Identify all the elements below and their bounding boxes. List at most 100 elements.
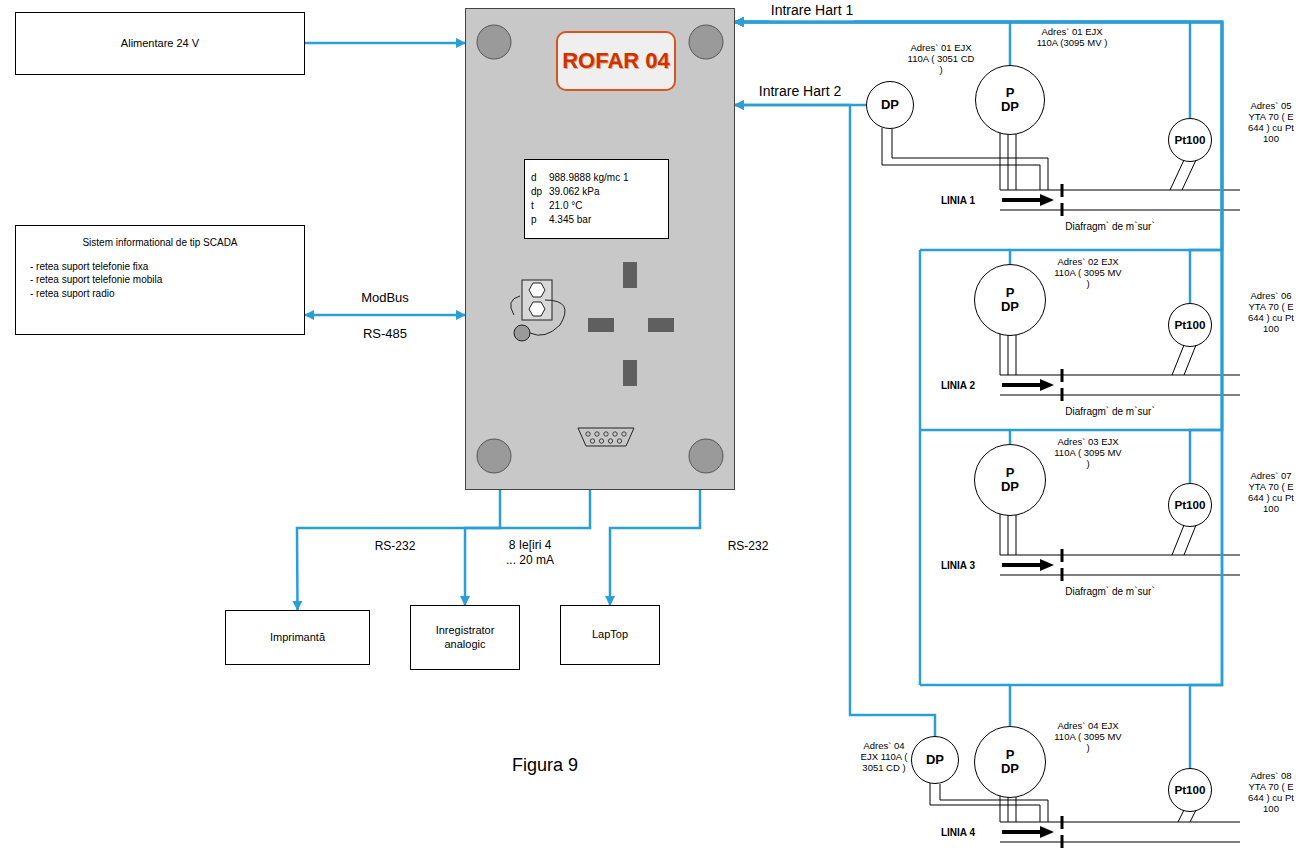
db9-port	[586, 432, 590, 436]
line-name: LINIA 3	[939, 560, 977, 571]
impulse-tubes	[882, 128, 1048, 190]
transmitter-symbol: DP	[923, 753, 947, 767]
box-text: Imprimantă	[270, 631, 325, 644]
printer-box: Imprimantă	[225, 610, 370, 665]
connector-label: RS-232	[373, 539, 418, 554]
impulse-tubes	[1000, 333, 1016, 375]
transmitter-address: Adres` 02 EJX 110A ( 3095 MV )	[1053, 257, 1123, 290]
db9-port	[608, 439, 612, 443]
impulse-tubes	[1170, 160, 1196, 190]
transmitter-symbol: P DP	[998, 466, 1022, 493]
transmitter-circle: P DPAdres` 03 EJX 110A ( 3095 MV )	[974, 444, 1046, 516]
power-supply-box: Alimentare 24 V	[15, 12, 305, 75]
bus-name: RS-485	[361, 326, 409, 341]
device-body	[465, 8, 735, 490]
transmitter-address: Adres` 05 YTA 70 ( E 644 ) cu Pt 100	[1245, 101, 1297, 145]
device-body	[477, 25, 511, 59]
connector	[735, 22, 1222, 726]
orifice-label: Diafragm` de m`sur`	[1063, 221, 1156, 232]
keypad	[648, 318, 674, 332]
display-text: t	[531, 200, 549, 212]
device-body	[689, 25, 723, 59]
transmitter-circle: P DPAdres` 01 EJX 110A (3095 MV )	[975, 65, 1045, 135]
device-body	[689, 439, 723, 473]
transmitter-symbol: Pt100	[1170, 499, 1210, 511]
db9-port	[599, 439, 603, 443]
connector	[735, 22, 1222, 264]
transmitter-circle: Pt100Adres` 08 YTA 70 ( E 644 ) cu Pt 10…	[1168, 768, 1212, 812]
db9-port	[586, 432, 626, 443]
transmitter-symbol: Pt100	[1170, 319, 1210, 331]
keypad	[623, 360, 637, 386]
device-title: ROFAR 04	[556, 31, 676, 91]
db9-port	[578, 428, 634, 446]
connector	[297, 490, 500, 610]
connector	[735, 22, 1222, 768]
connector	[735, 22, 1190, 118]
transmitter-symbol: P DP	[998, 748, 1022, 775]
connector	[305, 314, 465, 317]
impulse-tubes	[1000, 795, 1016, 822]
pipelines	[1000, 549, 1240, 581]
pipelines	[1000, 816, 1240, 848]
impulse-tubes	[1172, 525, 1196, 555]
orifice-label: Diafragm` de m`sur`	[1063, 586, 1156, 597]
display-text: 39.062 kPa	[549, 186, 662, 198]
db9-port	[604, 432, 608, 436]
transmitter-symbol: DP	[878, 98, 902, 112]
connector	[735, 105, 935, 736]
connector-label: Intrare Hart 1	[769, 2, 855, 20]
connector	[465, 490, 590, 605]
display-text: 21.0 °C	[549, 200, 662, 212]
keypad	[623, 262, 637, 288]
transmitter-symbol: Pt100	[1170, 134, 1210, 146]
device-body	[477, 439, 511, 473]
connector	[305, 42, 465, 45]
display-text: dp	[531, 186, 549, 198]
transmitter-circle: P DPAdres` 02 EJX 110A ( 3095 MV )	[974, 264, 1046, 336]
list-item: - retea suport telefonie mobila	[30, 273, 290, 287]
transmitter-circle: DPAdres` 04 EJX 110A ( 3051 CD )	[911, 736, 959, 784]
laptop-box: LapTop	[560, 605, 660, 665]
connector-icon	[511, 280, 565, 341]
transmitter-address: Adres` 08 YTA 70 ( E 644 ) cu Pt 100	[1245, 771, 1297, 815]
transmitter-symbol: Pt100	[1170, 784, 1210, 796]
device-body	[465, 8, 735, 490]
orifice-label: Diafragm` de m`sur`	[1063, 406, 1156, 417]
impulse-tubes	[882, 128, 1196, 822]
transmitter-address: Adres` 01 EJX 110A ( 3051 CD )	[906, 43, 976, 76]
transmitter-address: Adres` 07 YTA 70 ( E 644 ) cu Pt 100	[1245, 471, 1297, 515]
connector-icon	[514, 325, 530, 341]
connector	[735, 22, 1222, 303]
keypad	[588, 318, 614, 332]
connector	[610, 490, 700, 605]
transmitter-address: Adres` 04 EJX 110A ( 3095 MV )	[1053, 721, 1123, 754]
db9-port	[590, 439, 594, 443]
impulse-tubes	[1000, 133, 1016, 190]
list-item: - retea suport radio	[30, 287, 290, 301]
display-text: p	[531, 214, 549, 226]
display-text: 4.345 bar	[549, 214, 662, 226]
connector-label: ModBus	[359, 290, 411, 306]
db9-port	[613, 432, 617, 436]
line-name: LINIA 2	[939, 380, 977, 391]
lcd-display: d988.9888 kg/mc 1dp39.062 kPat21.0 °Cp4.…	[524, 159, 669, 239]
keypad	[588, 262, 674, 386]
connector-label: RS-232	[726, 539, 771, 554]
transmitter-address: Adres` 04 EJX 110A ( 3051 CD )	[859, 741, 909, 774]
connector-icon	[511, 296, 565, 335]
box-title: Sistem informational de tip SCADA	[30, 236, 290, 250]
line-name: LINIA 1	[939, 195, 977, 206]
transmitter-circle: DPAdres` 01 EJX 110A ( 3051 CD )	[866, 81, 914, 129]
display-text: d	[531, 172, 549, 184]
connector-icon	[529, 302, 545, 316]
connector-label: Intrare Hart 2	[757, 83, 843, 101]
pipelines	[1000, 184, 1240, 216]
scada-box: Sistem informational de tip SCADA - retea…	[15, 225, 305, 335]
db9-port	[622, 432, 626, 436]
connector-label: 8 Ie[iri 4 ... 20 mA	[500, 538, 560, 568]
transmitter-address: Adres` 01 EJX 110A (3095 MV )	[1036, 27, 1108, 49]
connector	[735, 22, 1222, 483]
transmitter-circle: P DPAdres` 04 EJX 110A ( 3095 MV )	[974, 726, 1046, 798]
